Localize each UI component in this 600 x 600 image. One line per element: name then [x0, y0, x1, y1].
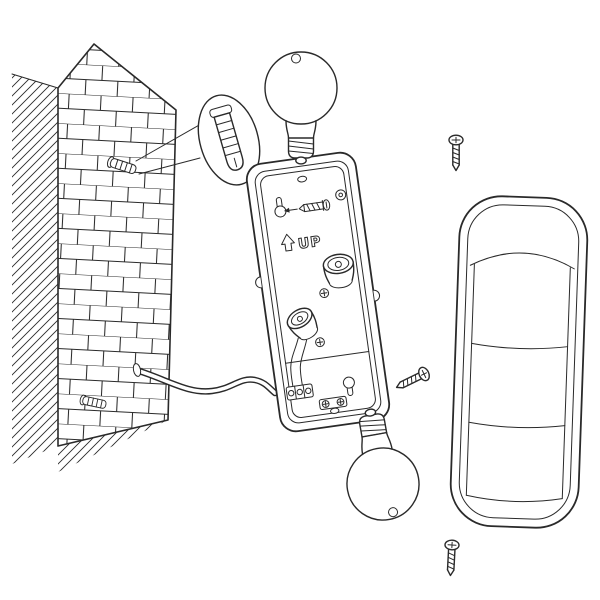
plate-bottom-tab-hole [330, 407, 340, 414]
detail-leader-lines [135, 123, 202, 175]
plate-side-tab-right [372, 289, 381, 302]
plate-step-line [285, 351, 370, 364]
plate-fixing-screw [283, 199, 331, 213]
brick-wall [11, 43, 177, 472]
up-label-text: UP [297, 234, 323, 253]
cover-outer-frame [449, 195, 589, 529]
terminal-block [285, 383, 314, 401]
socket-lower-screw [315, 337, 325, 348]
socket-wires [290, 337, 308, 387]
up-orientation-label: UP [281, 233, 323, 253]
wall-section-hatch-bottom [58, 420, 168, 472]
plate-side-tab-left [255, 276, 263, 289]
wall-section-hatch-left [12, 74, 58, 464]
cable-wall-hole [132, 363, 142, 377]
insert-arrow [283, 207, 290, 213]
cover-diffuser-panels [465, 263, 571, 503]
cover-inner-frame [458, 204, 580, 520]
up-arrow-icon [281, 233, 295, 252]
panel-divider-upper [471, 342, 569, 350]
power-cable [132, 363, 279, 397]
front-cover-housing [449, 195, 589, 529]
plate-mid-frame [254, 160, 382, 424]
wall-top-cut-line [11, 73, 59, 89]
socket-upper-screw [319, 288, 330, 299]
plate-top-right-hole [335, 189, 347, 201]
wall-plug-enlarged [209, 104, 244, 171]
brick-face [57, 43, 177, 447]
wall-plug-magnified-detail [135, 94, 261, 186]
cover-hood-curve [469, 252, 575, 270]
keyhole-slot-top [274, 197, 287, 218]
keyhole-slot-bottom [342, 376, 355, 396]
lamp-socket-upper [322, 253, 355, 289]
panel-divider-lower [468, 421, 566, 429]
plate-top-tab-hole [297, 175, 308, 183]
lamp-socket-lower [286, 307, 319, 341]
